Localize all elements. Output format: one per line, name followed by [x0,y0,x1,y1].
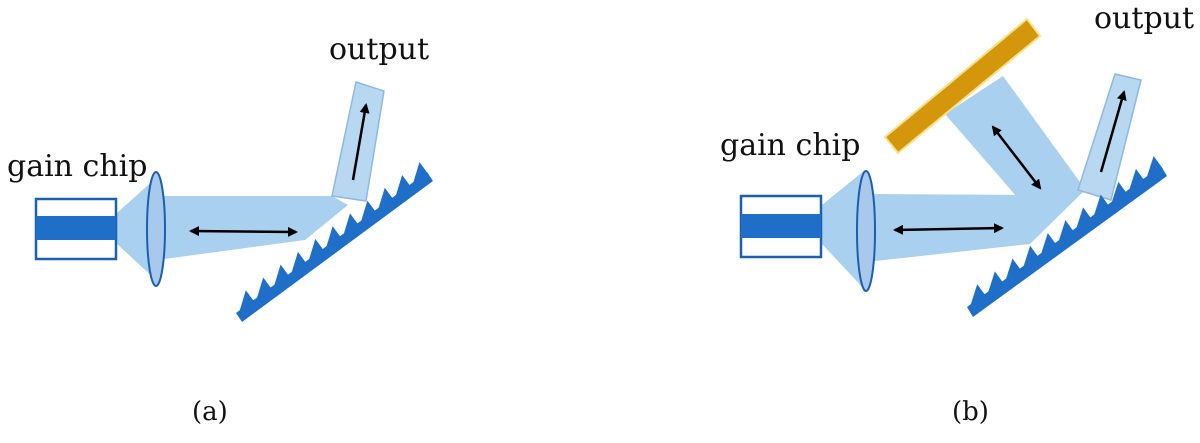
gain-chip-icon [34,197,118,261]
output-label: output [1094,1,1194,36]
grating-tooth [307,239,325,265]
beam-output [331,81,385,202]
beam-cone [117,178,156,280]
grating-tooth [324,226,343,252]
double-arrow-icon [991,125,1042,190]
grating-tooth [1074,207,1093,234]
grating-tooth [986,271,1005,298]
grating-tooth [394,174,412,201]
diffraction-grating-icon [236,162,433,322]
gain-chip-label: gain chip [7,149,147,184]
double-arrow-icon [189,226,298,237]
caption-a: (a) [192,397,228,427]
grating-tooth [1039,232,1058,259]
grating-tooth [1127,168,1146,195]
output-arrow-icon [1099,90,1127,173]
output-arrow-icon [351,103,370,181]
grating-tooth [1092,194,1111,221]
grating-tooth [359,200,377,227]
output-label: output [329,32,429,67]
double-arrow-icon [893,223,1004,235]
grating-tooth [376,187,395,214]
grating-tooth [255,277,273,304]
lens-icon [146,171,166,287]
beam-output [1077,73,1142,201]
grating-tooth [290,251,308,278]
panel-a: gain chip output (a) [7,32,433,427]
gain-chip-label: gain chip [720,128,860,163]
lens-icon [856,170,876,292]
grating-tooth [238,290,256,316]
gain-chip-icon [739,194,823,259]
grating-tooth [411,162,429,188]
grating-tooth [1110,181,1128,208]
panel-b: gain chip output (b) [720,1,1194,427]
grating-tooth [1021,245,1040,272]
beam-cone [822,170,865,290]
diffraction-grating-icon [967,156,1167,317]
grating-tooth [342,213,360,240]
grating-tooth [272,264,291,291]
grating-tooth [1145,156,1163,182]
mirror-icon [883,17,1042,155]
grating-tooth [969,284,987,310]
grating-tooth [1004,258,1022,285]
caption-b: (b) [952,397,989,427]
grating-tooth [1057,220,1075,246]
